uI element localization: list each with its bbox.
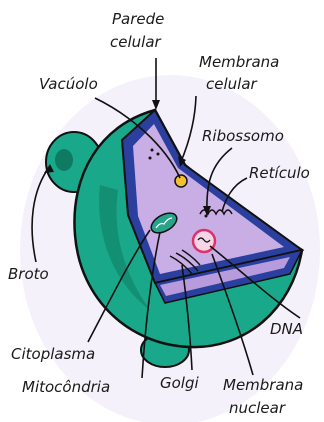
label-membrana-celular-2: celular (206, 75, 258, 93)
bud-top-shade (55, 149, 73, 171)
label-mitocondria: Mitocôndria (22, 378, 110, 396)
label-parede-2: celular (110, 33, 162, 51)
label-citoplasma: Citoplasma (11, 345, 95, 363)
label-membrana-nuclear-2: nuclear (229, 399, 286, 417)
label-ribossomo: Ribossomo (202, 127, 284, 145)
nucleus (193, 230, 215, 252)
vacuole (175, 175, 187, 187)
label-parede-1: Parede (112, 10, 164, 28)
label-dna: DNA (270, 320, 303, 338)
label-golgi: Golgi (160, 374, 199, 392)
label-membrana-celular-1: Membrana (199, 53, 279, 71)
label-reticulo: Retículo (249, 164, 310, 182)
label-vacuolo: Vacúolo (39, 75, 98, 93)
label-membrana-nuclear-1: Membrana (223, 376, 303, 394)
label-broto: Broto (8, 265, 49, 283)
